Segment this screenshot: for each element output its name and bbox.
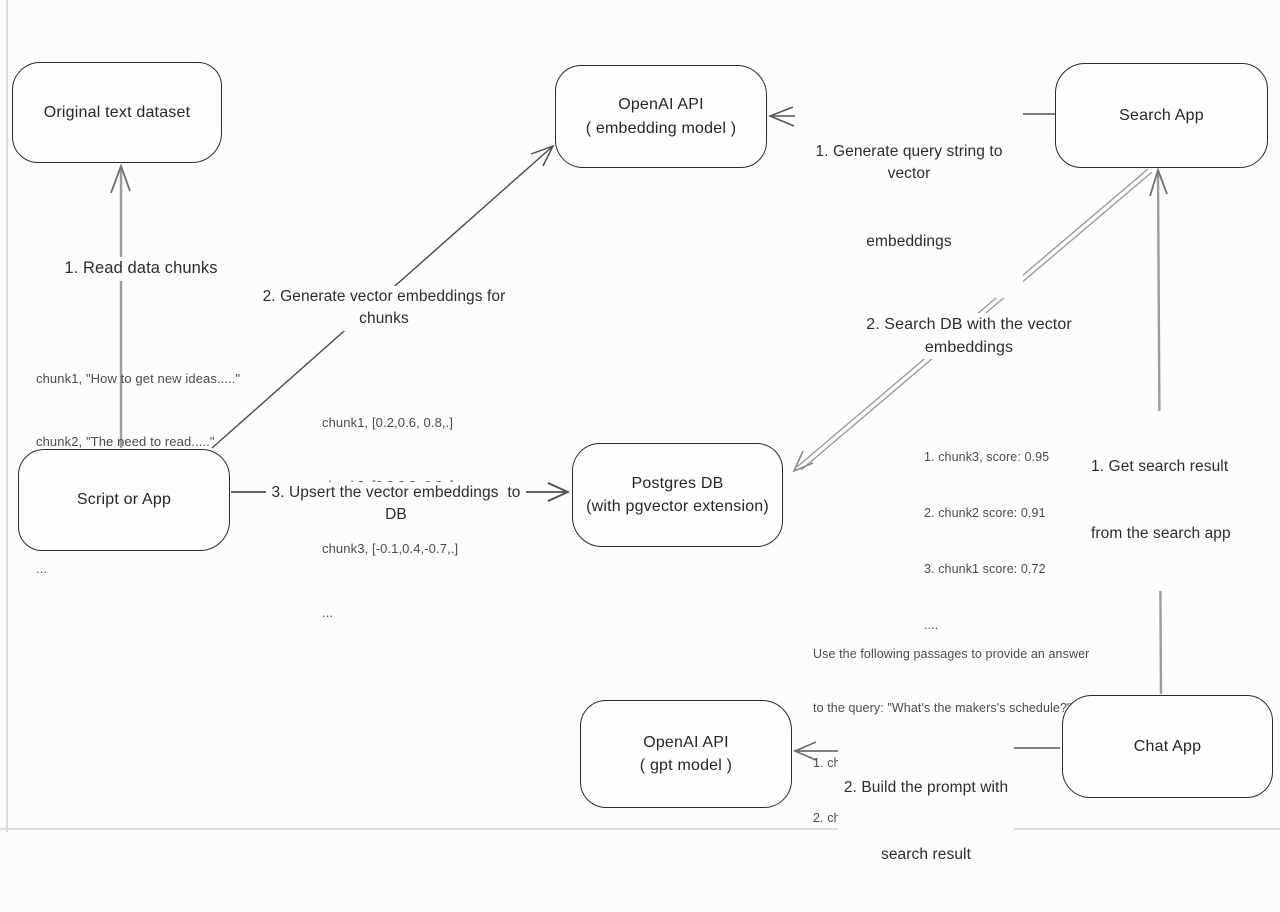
diagram-canvas: Original text dataset OpenAI API ( embed… [0, 0, 1280, 864]
annotation-line: chunk3, [-0.1,0.4,-0.7,.] [322, 541, 459, 557]
node-openai-embedding-api: OpenAI API ( embedding model ) [555, 65, 767, 168]
arrow-read-data-chunks [110, 163, 131, 448]
annotation-line: 2. chunk2 score: 0.91 [924, 505, 1046, 520]
annotation-search-scores: 1. chunk3, score: 0.95 2. chunk2 score: … [924, 410, 1049, 673]
edge-label-query-to-vector: 1. Generate query string to vector embed… [795, 96, 1023, 299]
node-label-line1: Postgres DB [631, 474, 724, 492]
node-openai-gpt-api: OpenAI API ( gpt model ) [580, 700, 792, 808]
annotation-line: chunk1, [0.2,0.6, 0.8,.] [322, 415, 454, 431]
edge-label-line1: 2. Build the prompt with [843, 778, 1009, 796]
node-label: Script or App [76, 491, 172, 509]
edge-label-line1: 1. Generate query string to vector [815, 142, 1007, 183]
edge-label-line2: from the search app [1091, 525, 1231, 543]
arrow-upsert-to-db [231, 482, 571, 502]
node-original-text-dataset: Original text dataset [12, 62, 222, 163]
annotation-line: to the query: "What's the makers's sched… [813, 701, 1072, 716]
arrow-build-prompt [792, 741, 1060, 761]
edge-label-line2: search result [880, 846, 972, 864]
edge-label-upsert-to-db: 3. Upsert the vector embeddings to DB [266, 482, 526, 527]
node-chat-app: Chat App [1062, 695, 1273, 798]
edge-label-generate-embeddings: 2. Generate vector embeddings for chunks [238, 286, 530, 331]
annotation-line: chunk2, "The need to read....." [36, 434, 215, 450]
annotation-line: 1. chunk3, score: 0.95 [924, 449, 1050, 464]
annotation-line: 3. chunk1 score: 0.72 [924, 562, 1046, 576]
node-label: Original text dataset [43, 103, 191, 121]
edge-label-line2: embeddings [866, 232, 952, 250]
edge-label-read-data-chunks: 1. Read data chunks [50, 257, 232, 281]
edge-label-search-db: 2. Search DB with the vector embeddings [826, 313, 1112, 360]
edge-label-get-search-result: 1. Get search result from the search app [1091, 411, 1241, 591]
node-label: Chat App [1133, 737, 1202, 755]
node-search-app: Search App [1055, 63, 1268, 168]
edge-label-build-prompt: 2. Build the prompt with search result [838, 732, 1014, 912]
canvas-left-edge-line [6, 0, 8, 832]
annotation-line: Use the following passages to provide an… [813, 646, 1090, 661]
annotation-line: chunk1, "How to get new ideas....." [36, 371, 241, 387]
edge-label-line1: 1. Get search result [1091, 457, 1229, 475]
node-label-line2: ( gpt model ) [639, 757, 733, 774]
node-label-line1: OpenAI API [618, 96, 704, 114]
canvas-bottom-edge-line [0, 828, 1280, 830]
node-label-line2: ( embedding model ) [585, 119, 737, 137]
node-label-line2: (with pgvector extension) [586, 498, 769, 515]
annotation-chunk-vectors: chunk1, [0.2,0.6, 0.8,.] chunk2, [0.3,0.… [322, 370, 458, 665]
annotation-line: .... [924, 618, 939, 633]
node-script-or-app: Script or App [18, 449, 230, 551]
node-postgres-db: Postgres DB (with pgvector extension) [572, 443, 783, 547]
node-label: Search App [1119, 106, 1204, 124]
annotation-line: ... [322, 604, 334, 620]
annotation-line: ... [36, 560, 48, 576]
node-label-line1: OpenAI API [643, 733, 729, 751]
